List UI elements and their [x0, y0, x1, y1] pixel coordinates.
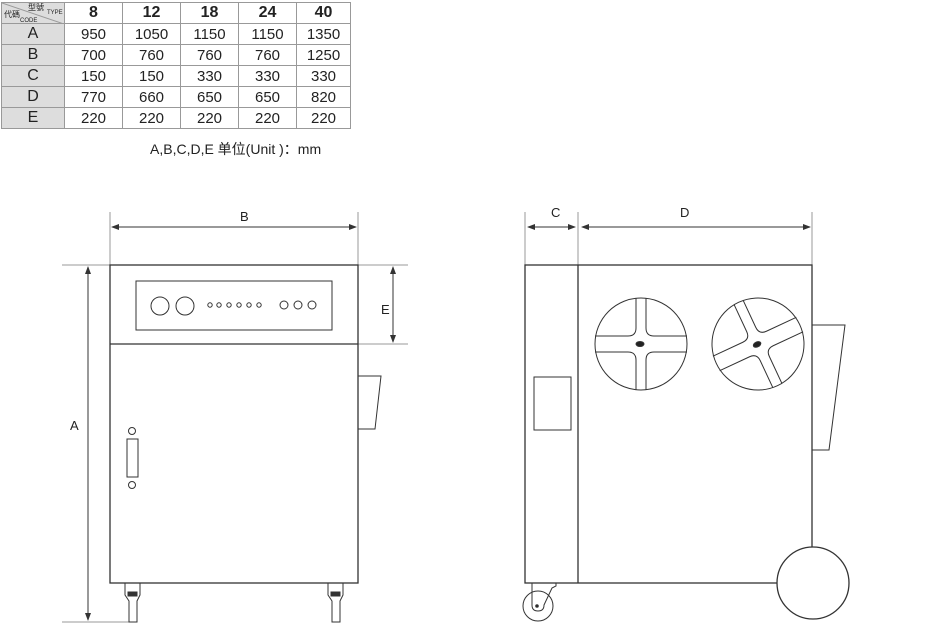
dim-d-label: D: [680, 205, 689, 220]
type-header: 18: [180, 2, 239, 24]
dimension-cell: 220: [296, 107, 351, 129]
dimension-cell: 330: [238, 65, 297, 87]
front-cabinet-body: [109, 264, 359, 584]
dimension-cell: 660: [122, 86, 181, 108]
dim-e-label: E: [381, 302, 390, 317]
table-corner-header: 型號 TYPE 代碼 CODE: [1, 2, 65, 24]
front-dimension-lines: [62, 212, 408, 623]
knob-icon: [150, 296, 170, 316]
reel-left: [594, 297, 688, 391]
row-code: C: [1, 65, 65, 87]
code-zh-label: 代碼: [4, 10, 20, 19]
reel-right: [711, 297, 805, 391]
dimension-cell: 760: [122, 44, 181, 66]
row-code: E: [1, 107, 65, 129]
unit-note: A,B,C,D,E 单位(Unit )：mm: [150, 141, 322, 157]
control-panel: [135, 280, 333, 331]
side-caster: [522, 583, 557, 622]
side-view: C D: [522, 205, 850, 622]
dimension-cell: 330: [296, 65, 351, 87]
dimension-cell: 220: [180, 107, 239, 129]
large-wheel: [776, 546, 850, 620]
type-header: 40: [296, 2, 351, 24]
dimension-cell: 1150: [180, 23, 239, 45]
rear-tray: [811, 324, 846, 451]
code-en-label: CODE: [20, 18, 38, 24]
row-code: A: [1, 23, 65, 45]
front-view: B A E: [62, 209, 408, 623]
corner-diagonal: [2, 3, 64, 24]
knob-icon: [175, 296, 195, 316]
front-casters: [124, 582, 344, 623]
dimension-cell: 1150: [238, 23, 297, 45]
dim-a-label: A: [70, 418, 79, 433]
door-handle: [126, 427, 139, 489]
dim-c-label: C: [551, 205, 560, 220]
row-code: D: [1, 86, 65, 108]
side-window: [533, 376, 572, 431]
type-zh-label: 型號: [28, 3, 44, 12]
dim-b-label: B: [240, 209, 249, 224]
dimension-cell: 150: [64, 65, 123, 87]
dimension-cell: 220: [238, 107, 297, 129]
dimension-cell: 330: [180, 65, 239, 87]
side-cabinet-body: [524, 264, 813, 584]
side-tray: [357, 375, 382, 430]
control-knobs: [150, 296, 317, 316]
type-en-label: TYPE: [47, 10, 63, 16]
